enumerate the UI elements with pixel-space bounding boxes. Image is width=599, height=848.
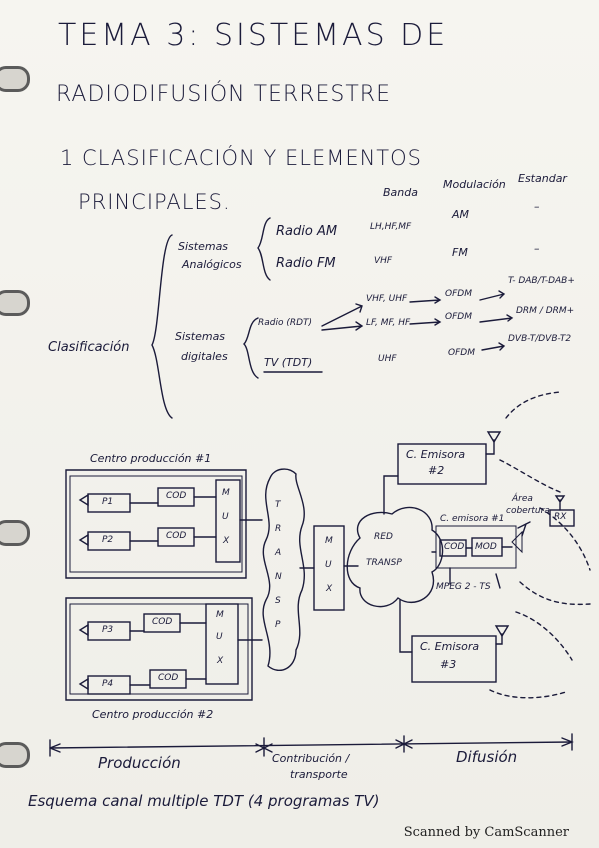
centro-produccion-2: Centro producción #2	[92, 708, 214, 721]
radio-am-mod: AM	[452, 208, 470, 221]
radio-fm: Radio FM	[276, 256, 336, 271]
rdt-mod-1: OFDM	[445, 289, 472, 299]
emisora3-line2: #3	[440, 658, 457, 671]
emisora2-line2: #2	[428, 464, 445, 477]
tdt-std: DVB-T/DVB-T2	[508, 334, 572, 344]
column-modulacion: Modulación	[443, 178, 506, 191]
cod-p3: COD	[152, 617, 173, 627]
page-title-line1: TEMA 3: SISTEMAS DE	[58, 18, 449, 53]
mux2-x: X	[217, 656, 224, 666]
rdt-std-2: DRM / DRM+	[516, 306, 575, 316]
emisora3-line1: C. Emisora	[420, 640, 480, 653]
transp-n: N	[275, 572, 282, 582]
brace-digitales	[243, 317, 259, 379]
cobertura-label: cobertura	[506, 506, 550, 516]
mux3-x: X	[326, 584, 333, 594]
transp-p: P	[275, 620, 281, 630]
cod-p1: COD	[166, 491, 187, 501]
stage-contribucion: Contribución /	[272, 752, 350, 765]
rdt-banda-2: LF, MF, HF	[366, 318, 411, 328]
transp-a: A	[275, 548, 282, 558]
brace-analogicos	[257, 217, 271, 281]
emisora1-label: C. emisora #1	[440, 514, 505, 524]
mux2-m: M	[216, 610, 224, 620]
section-heading-line1: 1 CLASIFICACIÓN Y ELEMENTOS	[60, 146, 422, 170]
mod-label: MOD	[475, 542, 497, 552]
stage-difusion: Difusión	[456, 748, 518, 766]
stage-produccion: Producción	[98, 754, 181, 772]
mux2-u: U	[216, 632, 223, 642]
tv-tdt: TV (TDT)	[264, 356, 313, 369]
transp-t: T	[275, 500, 281, 510]
mux1-u: U	[222, 512, 229, 522]
rdt-banda-1: VHF, UHF	[366, 294, 408, 304]
mux3-u: U	[325, 560, 332, 570]
stage-transporte: transporte	[290, 768, 348, 781]
p1-label: P1	[102, 497, 114, 507]
mux1-x: X	[223, 536, 230, 546]
radio-fm-mod: FM	[452, 246, 468, 259]
analogicos-label1: Sistemas	[178, 240, 229, 253]
mpeg-label: MPEG 2 - TS	[436, 582, 491, 592]
radio-fm-std: –	[534, 242, 540, 255]
rdt-std-1: T- DAB/T-DAB+	[508, 276, 575, 286]
centro-produccion-1: Centro producción #1	[90, 452, 212, 465]
p3-label: P3	[102, 625, 114, 635]
column-banda: Banda	[383, 186, 418, 199]
emisora2-line1: C. Emisora	[406, 448, 466, 461]
cod-emisora1: COD	[444, 542, 465, 552]
radio-fm-banda: VHF	[374, 256, 393, 266]
red-label: RED	[374, 532, 393, 542]
radio-rdt: Radio (RDT)	[258, 318, 313, 328]
brace-clasificacion	[151, 234, 173, 419]
rx-label: RX	[554, 512, 567, 522]
cod-p4: COD	[158, 673, 179, 683]
binder-ring	[0, 290, 30, 316]
radio-am-std: –	[534, 200, 540, 213]
clasificacion-label: Clasificación	[48, 340, 130, 355]
tdt-mod: OFDM	[448, 348, 475, 358]
cod-p2: COD	[166, 531, 187, 541]
digitales-label1: Sistemas	[175, 330, 226, 343]
tdt-banda: UHF	[378, 354, 397, 364]
transp-s: S	[275, 596, 281, 606]
transp-r: R	[275, 524, 282, 534]
analogicos-label2: Analógicos	[182, 258, 242, 271]
binder-ring	[0, 66, 30, 92]
radio-am-banda: LH,HF,MF	[370, 222, 412, 232]
binder-ring	[0, 520, 30, 546]
p4-label: P4	[102, 679, 114, 689]
diagram-caption: Esquema canal multiple TDT (4 programas …	[28, 792, 380, 810]
radio-am: Radio AM	[276, 224, 338, 239]
transp-label: TRANSP	[366, 558, 402, 568]
mux3-m: M	[325, 536, 333, 546]
scanner-watermark: Scanned by CamScanner	[403, 825, 569, 840]
mux1-m: M	[222, 488, 230, 498]
digitales-label2: digitales	[181, 350, 228, 363]
section-heading-line2: PRINCIPALES.	[78, 190, 231, 214]
column-estandar: Estandar	[518, 172, 567, 185]
page-title-line2: RADIODIFUSIÓN TERRESTRE	[56, 82, 391, 107]
p2-label: P2	[102, 535, 114, 545]
binder-ring	[0, 742, 30, 768]
rdt-mod-2: OFDM	[445, 312, 472, 322]
area-label: Área	[512, 494, 533, 504]
